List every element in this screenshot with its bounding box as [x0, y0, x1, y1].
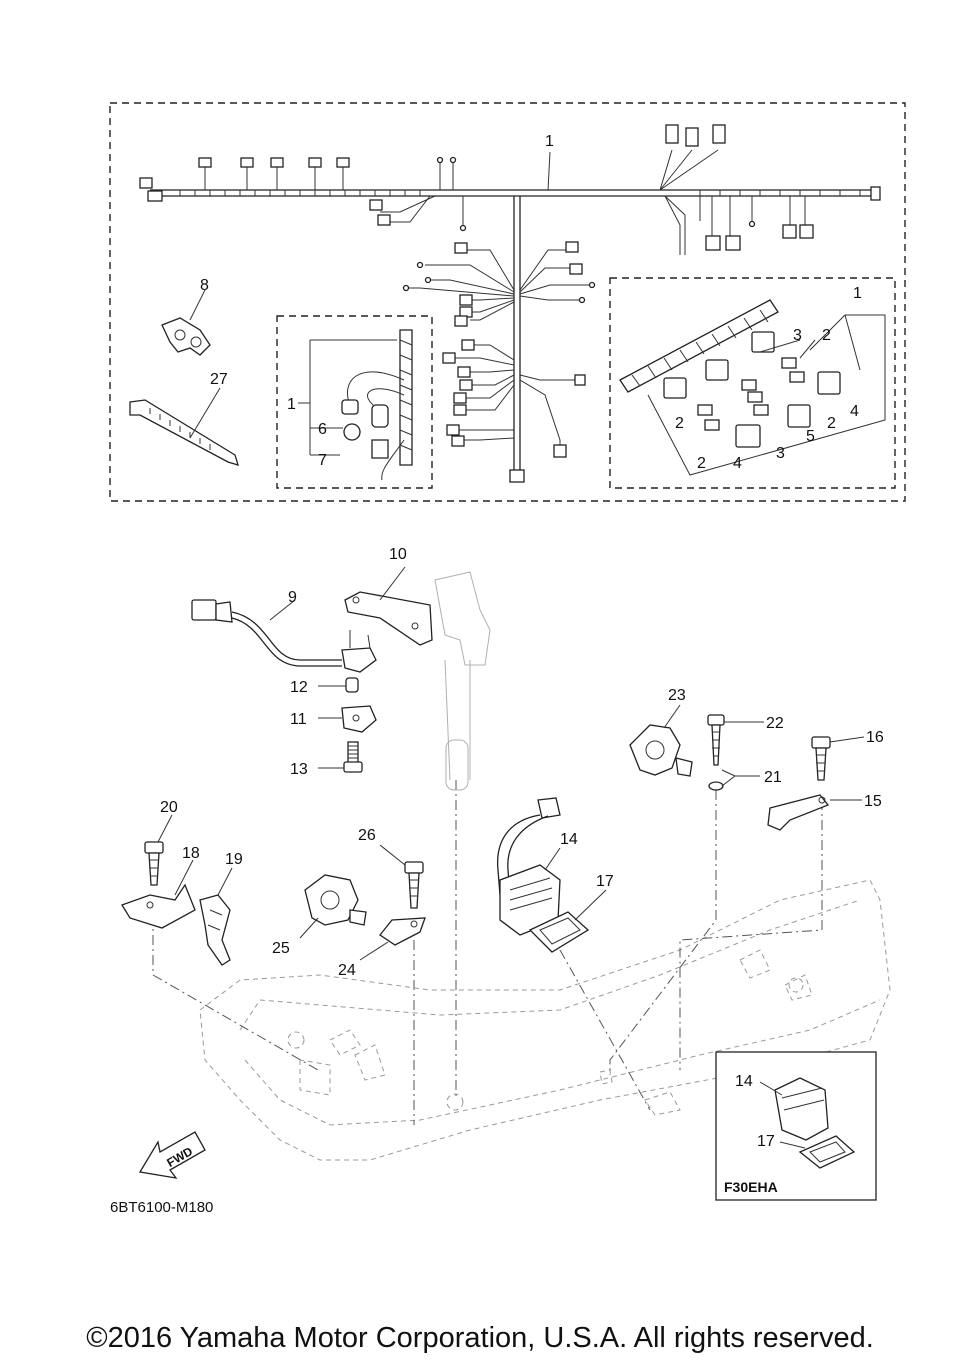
part-13-bolt: [318, 741, 363, 773]
callout-13: 13: [290, 761, 308, 778]
part-16-bolt: [811, 736, 865, 781]
part-9-switch-harness: [191, 599, 377, 673]
callout-12: 12: [290, 679, 308, 696]
callout-3-a: 3: [793, 327, 802, 344]
callout-1-right: 1: [853, 285, 862, 302]
callout-14-inset: 14: [735, 1073, 753, 1090]
bottom-cowling-outline: [199, 879, 891, 1161]
callout-2-d: 2: [675, 415, 684, 432]
main-wire-harness: [139, 124, 881, 483]
part-8-clip: [161, 289, 211, 356]
part-23-clamp: [629, 704, 693, 777]
sub-kit-right: [609, 277, 896, 489]
callout-17-inset: 17: [757, 1133, 775, 1150]
callout-2-c: 2: [697, 455, 706, 472]
callout-11: 11: [290, 711, 307, 728]
callout-23: 23: [668, 687, 686, 704]
wire-harness-kit-box: [109, 102, 906, 502]
part-18-plate: [121, 859, 196, 929]
callout-19: 19: [225, 851, 243, 868]
copyright-notice: ©2016 Yamaha Motor Corporation, U.S.A. A…: [86, 1322, 874, 1354]
tiller-pivot-ghost: [434, 571, 491, 791]
callout-labels: 1 1 1 8 27 6 7 3 2 4 2 5 3 4 2 2 10 9 12…: [110, 133, 884, 1216]
callout-16: 16: [866, 729, 884, 746]
part-10-bracket: [344, 566, 433, 646]
part-14-rectifier: [496, 797, 561, 936]
part-12-collar: [318, 677, 359, 693]
callout-25: 25: [272, 940, 290, 957]
diagram-code: 6BT6100-M180: [110, 1199, 213, 1216]
part-19-clip: [199, 867, 233, 966]
callout-8: 8: [200, 277, 209, 294]
callout-24: 24: [338, 962, 356, 979]
callout-27: 27: [210, 371, 228, 388]
callout-2-a: 2: [822, 327, 831, 344]
callout-2-b: 2: [827, 415, 836, 432]
part-15-bracket: [767, 794, 862, 831]
callout-1-main: 1: [545, 133, 554, 150]
callout-9: 9: [288, 589, 297, 606]
part-20-bolt: [144, 814, 173, 886]
callout-20: 20: [160, 799, 178, 816]
callout-18: 18: [182, 845, 200, 862]
callout-7: 7: [318, 452, 327, 469]
callout-5: 5: [806, 428, 815, 445]
part-26-bolt: [379, 844, 424, 909]
callout-17: 17: [596, 873, 614, 890]
callout-3-b: 3: [776, 445, 785, 462]
callout-6: 6: [318, 421, 327, 438]
callout-26: 26: [358, 827, 376, 844]
part-25-clamp: [299, 874, 367, 939]
part-11-plate: [318, 705, 377, 733]
callout-1-left: 1: [287, 396, 296, 413]
part-21-washer: [708, 769, 760, 791]
part-17-grommet: [528, 889, 607, 953]
part-27-cable-tie: [129, 387, 239, 466]
sub-kit-left: [276, 315, 433, 489]
callout-4-b: 4: [733, 455, 742, 472]
callout-10: 10: [389, 546, 407, 563]
inset-label: F30EHA: [724, 1179, 778, 1195]
forward-arrow-icon: FWD: [138, 1131, 206, 1179]
part-24-bracket: [359, 917, 426, 961]
callout-4-a: 4: [850, 403, 859, 420]
callout-15: 15: [864, 793, 882, 810]
assembly-leader-lines: [152, 780, 823, 1125]
callout-21: 21: [764, 769, 782, 786]
inset-f30eha: [715, 1051, 877, 1201]
callout-14: 14: [560, 831, 578, 848]
part-22-screw: [707, 714, 764, 766]
callout-22: 22: [766, 715, 784, 732]
